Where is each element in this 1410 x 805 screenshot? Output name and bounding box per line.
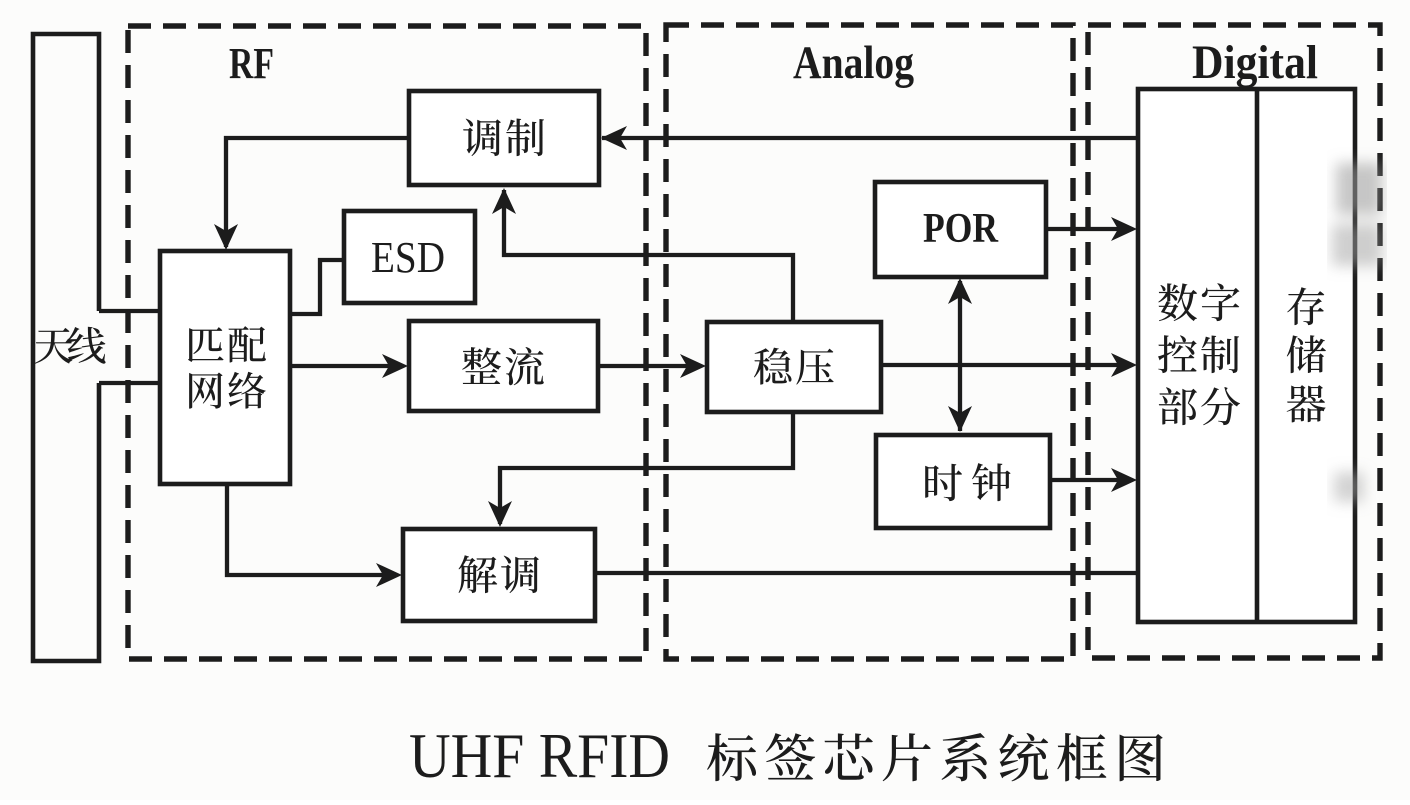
svg-text:ESD: ESD <box>371 233 445 282</box>
svg-text:Digital: Digital <box>1192 36 1318 89</box>
svg-text:RF: RF <box>229 39 274 88</box>
svg-text:POR: POR <box>923 206 999 252</box>
svg-text:UHF RFID: UHF RFID <box>409 720 670 791</box>
svg-text:Analog: Analog <box>793 37 914 89</box>
